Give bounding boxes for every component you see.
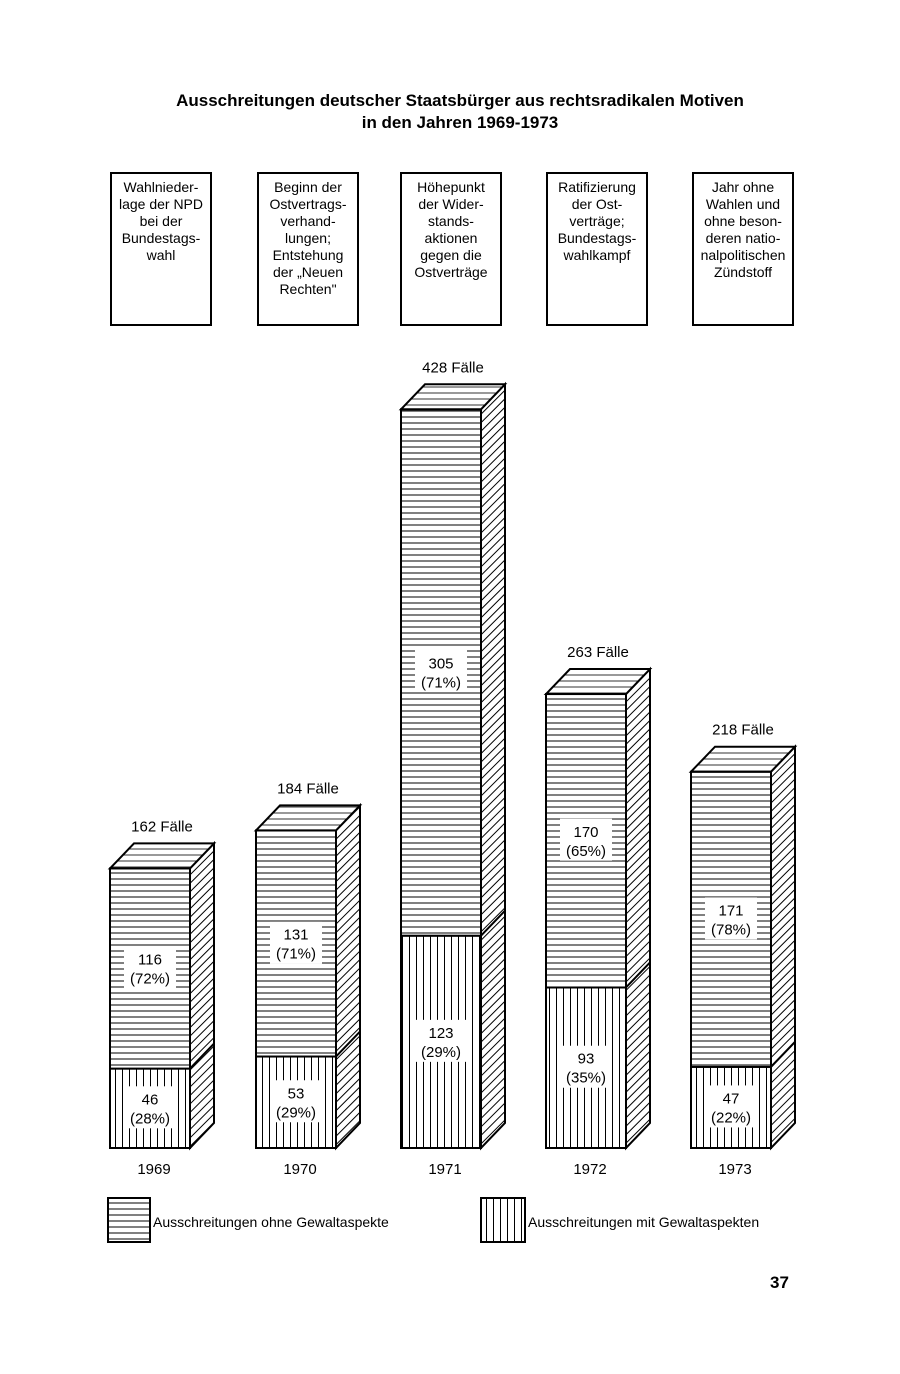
event-box-1969: Wahlnieder- lage der NPD bei der Bundest… bbox=[110, 172, 212, 326]
label-bg-nonviolent-1969 bbox=[124, 946, 176, 989]
total-label-1969: 162 Fälle bbox=[131, 818, 193, 835]
bar-top-1973 bbox=[688, 745, 798, 773]
category-label-1973: 1973 bbox=[718, 1161, 751, 1178]
percent-label-nonviolent-1973: (78%) bbox=[711, 921, 751, 938]
label-bg-nonviolent-1971 bbox=[415, 650, 467, 693]
total-label-1970: 184 Fälle bbox=[277, 780, 339, 797]
label-bg-violent-1969 bbox=[124, 1086, 176, 1129]
event-box-1970: Beginn der Ostvertrags- verhand- lungen;… bbox=[257, 172, 359, 326]
legend-label-nonviolent: Ausschreitungen ohne Gewaltaspekte bbox=[153, 1214, 389, 1230]
bar-side-division-1973 bbox=[770, 1041, 796, 1068]
value-label-nonviolent-1971: 305 bbox=[428, 655, 453, 672]
label-bg-nonviolent-1970 bbox=[270, 921, 322, 964]
legend-swatch-violent bbox=[480, 1197, 526, 1243]
legend-swatch-nonviolent bbox=[107, 1197, 151, 1243]
label-bg-violent-1973 bbox=[705, 1085, 757, 1128]
bar-side-1971 bbox=[480, 381, 506, 1151]
legend-label-violent: Ausschreitungen mit Gewaltaspekten bbox=[528, 1214, 759, 1230]
bar-top-1969 bbox=[107, 842, 217, 870]
chart-title-line-1: Ausschreitungen deutscher Staatsbürger a… bbox=[176, 91, 744, 110]
percent-label-nonviolent-1969: (72%) bbox=[130, 970, 170, 987]
percent-label-violent-1971: (29%) bbox=[421, 1044, 461, 1061]
page-number: 37 bbox=[770, 1273, 789, 1292]
value-label-nonviolent-1972: 170 bbox=[573, 824, 598, 841]
percent-label-violent-1973: (22%) bbox=[711, 1109, 751, 1126]
value-label-violent-1972: 93 bbox=[578, 1051, 595, 1068]
label-bg-nonviolent-1972 bbox=[560, 818, 612, 861]
percent-label-violent-1970: (29%) bbox=[276, 1104, 316, 1121]
value-label-violent-1973: 47 bbox=[723, 1090, 740, 1107]
value-label-nonviolent-1970: 131 bbox=[283, 926, 308, 943]
percent-label-nonviolent-1972: (65%) bbox=[566, 843, 606, 860]
chart-title: Ausschreitungen deutscher Staatsbürger a… bbox=[100, 90, 820, 134]
bar-side-1969 bbox=[189, 840, 215, 1151]
bar-top-1971 bbox=[398, 383, 508, 411]
total-label-1971: 428 Fälle bbox=[422, 359, 484, 376]
bar-side-division-1971 bbox=[480, 910, 506, 937]
bar-side-division-1970 bbox=[335, 1030, 361, 1058]
event-box-1971: Höhepunkt der Wider- stands- aktionen ge… bbox=[400, 172, 502, 326]
label-bg-nonviolent-1973 bbox=[705, 897, 757, 940]
value-label-violent-1970: 53 bbox=[288, 1085, 305, 1102]
total-label-1972: 263 Fälle bbox=[567, 644, 629, 661]
bar-top-1970 bbox=[253, 804, 363, 832]
bar-side-1973 bbox=[770, 744, 796, 1151]
value-label-violent-1969: 46 bbox=[142, 1091, 159, 1108]
value-label-violent-1971: 123 bbox=[428, 1025, 453, 1042]
chart-title-line-2: in den Jahren 1969-1973 bbox=[361, 113, 559, 132]
category-label-1969: 1969 bbox=[137, 1161, 170, 1178]
total-label-1973: 218 Fälle bbox=[712, 722, 774, 739]
bar-top-1972 bbox=[543, 668, 653, 696]
value-label-nonviolent-1969: 116 bbox=[138, 951, 162, 968]
label-bg-violent-1971 bbox=[415, 1019, 467, 1062]
bar-side-division-1969 bbox=[189, 1042, 215, 1070]
label-bg-violent-1970 bbox=[270, 1080, 322, 1123]
percent-label-nonviolent-1971: (71%) bbox=[421, 674, 461, 691]
category-label-1971: 1971 bbox=[428, 1161, 461, 1178]
label-bg-violent-1972 bbox=[560, 1045, 612, 1088]
bar-side-1970 bbox=[335, 802, 361, 1151]
bar-side-1972 bbox=[625, 666, 651, 1151]
percent-label-violent-1972: (35%) bbox=[566, 1070, 606, 1087]
event-box-1972: Ratifizierung der Ost- verträge; Bundest… bbox=[546, 172, 648, 326]
category-label-1972: 1972 bbox=[573, 1161, 606, 1178]
category-label-1970: 1970 bbox=[283, 1161, 316, 1178]
value-label-nonviolent-1973: 171 bbox=[718, 902, 743, 919]
percent-label-nonviolent-1970: (71%) bbox=[276, 945, 316, 962]
event-box-1973: Jahr ohne Wahlen und ohne beson- deren n… bbox=[692, 172, 794, 326]
percent-label-violent-1969: (28%) bbox=[130, 1110, 170, 1127]
bar-side-division-1972 bbox=[625, 961, 651, 989]
